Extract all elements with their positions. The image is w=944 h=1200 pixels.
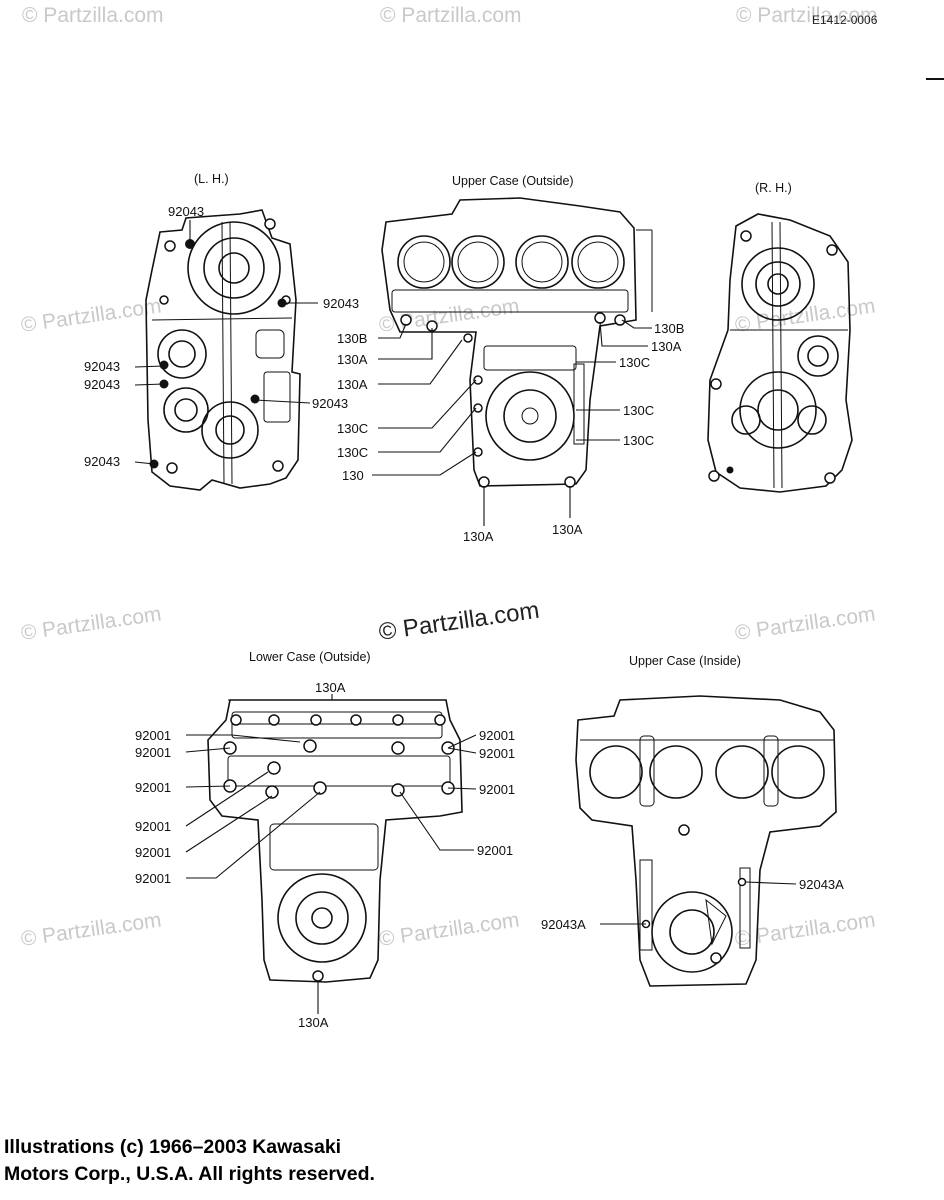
crankcase-lh-drawing bbox=[145, 209, 301, 491]
watermark: © Partzilla.com bbox=[19, 602, 162, 644]
watermark: © Partzilla.com bbox=[733, 602, 876, 644]
callout-lower-left-0: 92001 bbox=[135, 728, 171, 743]
callout-upper-left-5: 130 bbox=[342, 468, 364, 483]
callout-lower-left-4: 92001 bbox=[135, 845, 171, 860]
callout-lower-right-0: 92001 bbox=[479, 728, 515, 743]
callout-lh-4: 92043 bbox=[312, 396, 348, 411]
watermark: © Partzilla.com bbox=[19, 294, 162, 336]
callout-upper-left-0: 130B bbox=[337, 331, 367, 346]
callout-lh-2: 92043 bbox=[84, 359, 120, 374]
copyright-notice: Illustrations (c) 1966–2003 Kawasaki Mot… bbox=[4, 1134, 604, 1188]
watermark: © Partzilla.com bbox=[19, 908, 162, 950]
callout-upper-right-0: 130B bbox=[654, 321, 684, 336]
upper-case-inside-drawing bbox=[575, 695, 837, 987]
diagram-code: E1412-0006 bbox=[812, 13, 878, 27]
upper-case-outside-drawing bbox=[381, 197, 653, 488]
callout-inside-left: 92043A bbox=[541, 917, 586, 932]
watermark-center: © Partzilla.com bbox=[377, 597, 541, 646]
callout-lower-right-1: 92001 bbox=[479, 746, 515, 761]
copyright-line-1: Illustrations (c) 1966–2003 Kawasaki bbox=[4, 1136, 342, 1158]
leader-lines bbox=[134, 220, 797, 1014]
callout-upper-left-4: 130C bbox=[337, 445, 368, 460]
callout-lh-5: 92043 bbox=[84, 454, 120, 469]
callout-upper-bottom-0: 130A bbox=[463, 529, 494, 544]
watermark: © Partzilla.com bbox=[380, 4, 522, 27]
callout-lower-top: 130A bbox=[315, 680, 346, 695]
callout-lh-0: 92043 bbox=[168, 204, 204, 219]
view-title-lower-outside: Lower Case (Outside) bbox=[249, 650, 371, 664]
callout-lower-bottom: 130A bbox=[298, 1015, 329, 1030]
watermark: © Partzilla.com bbox=[377, 908, 520, 950]
callout-upper-bottom-1: 130A bbox=[552, 522, 583, 537]
watermark: © Partzilla.com bbox=[22, 4, 164, 27]
callout-labels: 92043 92043 92043 92043 92043 92043 130B… bbox=[84, 204, 844, 1030]
watermark: © Partzilla.com bbox=[733, 908, 876, 950]
callout-upper-left-3: 130C bbox=[337, 421, 368, 436]
callout-upper-right-2: 130C bbox=[619, 355, 650, 370]
watermark: © Partzilla.com bbox=[733, 294, 876, 336]
callout-lower-left-5: 92001 bbox=[135, 871, 171, 886]
copyright-line-2: Motors Corp., U.S.A. All rights reserved… bbox=[4, 1163, 375, 1185]
callout-upper-left-2: 130A bbox=[337, 377, 368, 392]
callout-upper-right-4: 130C bbox=[623, 433, 654, 448]
callout-upper-right-3: 130C bbox=[623, 403, 654, 418]
callout-lh-1: 92043 bbox=[323, 296, 359, 311]
view-title-upper-inside: Upper Case (Inside) bbox=[629, 654, 741, 668]
view-title-rh: (R. H.) bbox=[755, 181, 792, 195]
view-title-upper-outside: Upper Case (Outside) bbox=[452, 174, 574, 188]
watermark-layer: © Partzilla.com © Partzilla.com © Partzi… bbox=[19, 4, 877, 951]
crankcase-rh-drawing bbox=[707, 213, 853, 493]
callout-lower-right-3: 92001 bbox=[477, 843, 513, 858]
callout-lower-left-2: 92001 bbox=[135, 780, 171, 795]
callout-upper-left-1: 130A bbox=[337, 352, 368, 367]
callout-lh-3: 92043 bbox=[84, 377, 120, 392]
callout-lower-left-1: 92001 bbox=[135, 745, 171, 760]
callout-inside-right: 92043A bbox=[799, 877, 844, 892]
callout-lower-right-2: 92001 bbox=[479, 782, 515, 797]
view-title-lh: (L. H.) bbox=[194, 172, 229, 186]
watermark: © Partzilla.com bbox=[736, 4, 878, 27]
callout-lower-left-3: 92001 bbox=[135, 819, 171, 834]
callout-upper-right-1: 130A bbox=[651, 339, 682, 354]
